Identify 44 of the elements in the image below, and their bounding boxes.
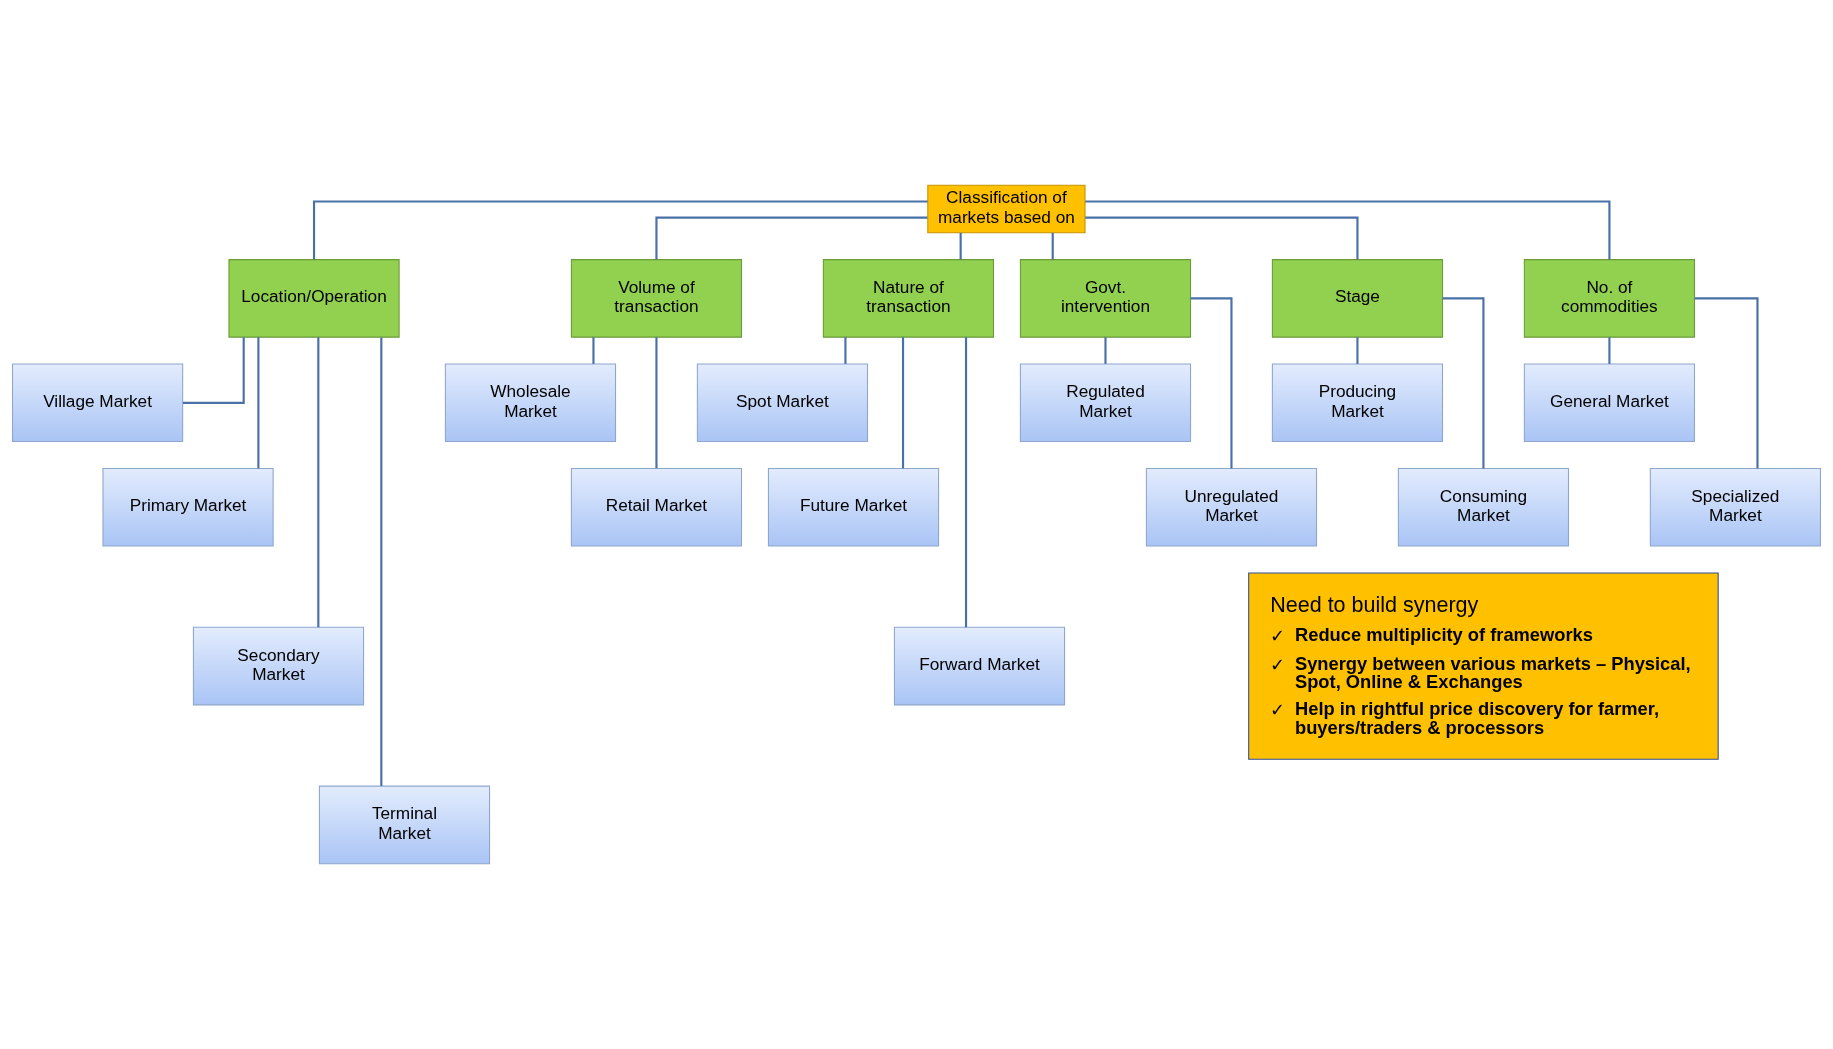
node-box: No. of commodities [1523,259,1696,338]
node-box: Unregulated Market [1145,467,1318,547]
connector [1104,337,1107,364]
node-box: Govt. intervention [1019,259,1192,338]
node-box: Primary Market [102,467,274,547]
connector [317,337,320,628]
connector [844,337,847,364]
node-box: Consuming Market [1397,467,1570,547]
connector [1085,216,1359,260]
node-box: Future Market [767,467,940,547]
node-box: Retail Market [570,467,743,547]
connector [257,337,260,469]
node-box: Classification of markets based on [927,184,1086,234]
connector [1694,297,1759,469]
connector [964,337,968,628]
connector [901,337,905,469]
node-box: Need to build synergy ✓ Reduce multiplicity of frameworks ✓ Synergy between various markets – Physical, Spot, Online & Exchanges ✓ Help in rightful price discovery for farmer, buyers/traders & processors [1248,572,1719,760]
connector [312,200,928,260]
node-box: Stage [1271,259,1444,338]
connector [1085,200,1611,260]
node-box: Forward Market [893,626,1066,706]
connector [655,337,658,469]
node-box: Wholesale Market [444,363,617,443]
node-box: Regulated Market [1019,363,1192,443]
node-box: Volume of transaction [570,259,743,338]
connector [959,232,962,260]
node-box: Terminal Market [318,785,491,865]
node-box: Secondary Market [192,626,365,706]
node-box: Nature of transaction [822,259,995,338]
node-box: Location/Operation [228,259,400,338]
connector [380,337,383,786]
connector [655,216,928,260]
connector [1051,232,1054,260]
node-box: General Market [1523,363,1696,443]
node-box: Specialized Market [1649,467,1821,547]
node-box: Village Market [12,363,184,443]
connector [183,337,245,404]
connector [592,337,595,364]
connector [1356,337,1359,364]
connector [1442,297,1485,469]
connector [1190,297,1233,469]
connector [1608,337,1611,364]
node-box: Producing Market [1271,363,1444,443]
node-box: Spot Market [696,363,869,443]
